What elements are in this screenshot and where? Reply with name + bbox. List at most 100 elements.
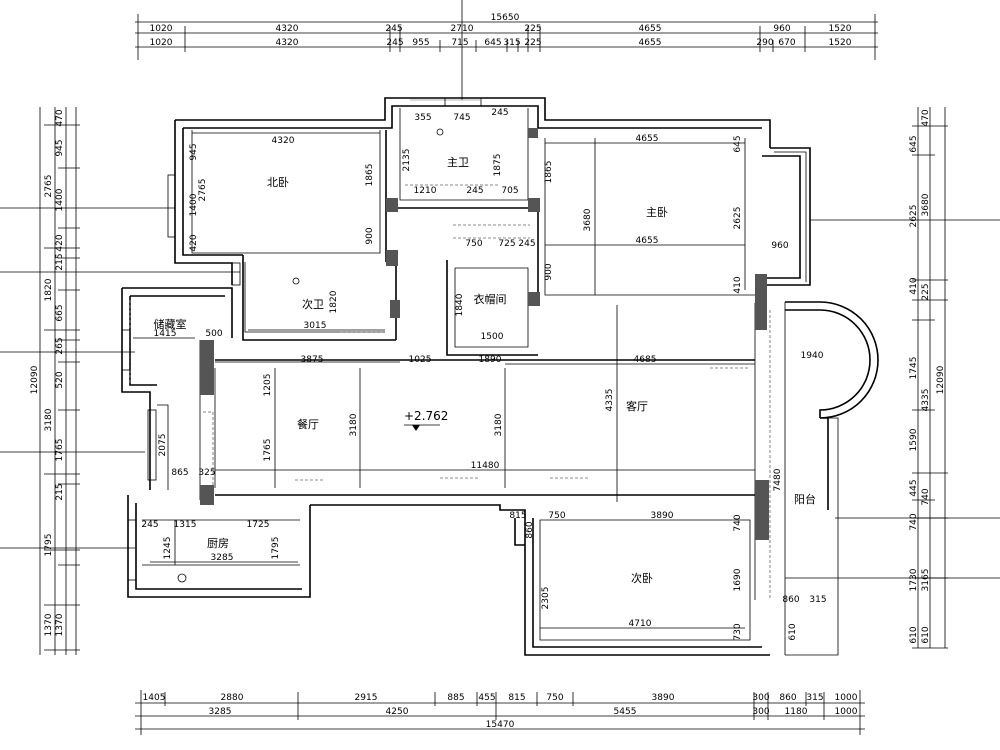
dim-bottom-2: 300 xyxy=(752,707,769,717)
dim-interior: 245 xyxy=(491,108,508,118)
dim-interior: 2765 xyxy=(198,179,208,202)
dim-interior: 1795 xyxy=(271,537,281,560)
dim-interior: 865 xyxy=(171,468,188,478)
dim-bottom-2: 5455 xyxy=(614,707,637,717)
dim-top-1: 4320 xyxy=(276,24,299,34)
dim-left-outer: 1820 xyxy=(44,278,54,301)
dim-bottom-1: 1405 xyxy=(143,693,166,703)
dim-top-1: 4655 xyxy=(639,24,662,34)
dim-interior: 610 xyxy=(788,623,798,640)
dim-interior: 745 xyxy=(453,113,470,123)
dim-interior: 1865 xyxy=(365,164,375,187)
dim-top-2: 290 xyxy=(756,38,773,48)
left-dimension-chain: 2765 1820 3180 1795 1370 470 945 1400 42… xyxy=(0,107,240,655)
dim-right-inner: 645 xyxy=(909,135,919,152)
dim-right-outer: 470 xyxy=(921,109,931,126)
dim-interior: 645 xyxy=(733,135,743,152)
dim-left-total: 12090 xyxy=(30,365,40,394)
windows xyxy=(121,97,482,581)
dim-interior: 4655 xyxy=(636,236,659,246)
dim-interior: 4335 xyxy=(605,389,615,412)
dim-top-1: 225 xyxy=(524,24,541,34)
dim-bottom-1: 2880 xyxy=(221,693,244,703)
dim-bottom-1: 315 xyxy=(806,693,823,703)
dim-interior: 1205 xyxy=(263,374,273,397)
room-master-bedroom: 主卧 xyxy=(646,206,668,219)
dim-top-2: 1520 xyxy=(829,38,852,48)
dim-interior: 3890 xyxy=(651,511,674,521)
dim-interior: 730 xyxy=(733,623,743,640)
dim-right-inner: 1745 xyxy=(909,357,919,380)
dim-right-inner: 740 xyxy=(909,513,919,530)
dim-right-total: 12090 xyxy=(936,365,946,394)
drain-symbols xyxy=(177,128,444,583)
dim-top-2: 245 xyxy=(386,38,403,48)
dim-interior: 1725 xyxy=(247,520,270,530)
dim-right-outer: 610 xyxy=(921,626,931,643)
room-labels: 北卧 主卫 主卧 次卫 衣帽间 储藏室 餐厅 客厅 阳台 厨房 次卧 xyxy=(154,156,817,585)
dim-bottom-2: 4250 xyxy=(386,707,409,717)
dim-interior: 1690 xyxy=(733,568,743,591)
dim-interior: 325 xyxy=(198,468,215,478)
dim-interior: 2625 xyxy=(733,207,743,230)
dim-interior: 3180 xyxy=(349,413,359,436)
dim-interior: 410 xyxy=(733,276,743,293)
dim-right-outer: 225 xyxy=(921,283,931,300)
dim-right-inner: 445 xyxy=(909,479,919,496)
dim-interior: 945 xyxy=(189,143,199,160)
dim-top-total: 15650 xyxy=(491,13,520,23)
dim-interior: 1025 xyxy=(409,355,432,365)
dim-interior: 960 xyxy=(771,241,788,251)
room-master-bath: 主卫 xyxy=(447,156,469,169)
dim-interior: 1210 xyxy=(414,186,437,196)
dim-interior: 725 xyxy=(498,239,515,249)
dim-bottom-1: 2915 xyxy=(355,693,378,703)
dim-left-inner: 420 xyxy=(55,234,65,251)
dim-interior: 1865 xyxy=(544,161,554,184)
dim-interior: 1940 xyxy=(801,351,824,361)
dim-bottom-1: 1000 xyxy=(835,693,858,703)
dim-left-inner: 470 xyxy=(55,109,65,126)
dim-interior: 3285 xyxy=(211,553,234,563)
dim-interior: 315 xyxy=(809,595,826,605)
dim-top-1: 960 xyxy=(773,24,790,34)
dim-top-2: 1020 xyxy=(150,38,173,48)
dim-right-outer: 740 xyxy=(921,488,931,505)
dim-bottom-1: 3890 xyxy=(652,693,675,703)
dim-bottom-2: 1000 xyxy=(835,707,858,717)
dim-interior: 1890 xyxy=(479,355,502,365)
dim-interior: 750 xyxy=(465,239,482,249)
dim-interior: 245 xyxy=(141,520,158,530)
dim-interior: 860 xyxy=(525,521,535,538)
dim-interior: 1415 xyxy=(154,329,177,339)
dim-interior: 740 xyxy=(733,514,743,531)
dim-interior: 4320 xyxy=(272,136,295,146)
structural-pillars xyxy=(200,128,769,540)
room-balcony: 阳台 xyxy=(794,492,816,506)
dim-top-2: 315 xyxy=(503,38,520,48)
dim-interior: 705 xyxy=(501,186,518,196)
room-second-bedroom: 次卧 xyxy=(631,571,653,585)
top-dimension-chain: 15650 1020 4320 245 2710 225 4655 960 15… xyxy=(135,0,878,100)
dim-top-2: 4320 xyxy=(276,38,299,48)
dim-right-outer: 3680 xyxy=(921,193,931,216)
dim-top-1: 1520 xyxy=(829,24,852,34)
room-kitchen: 厨房 xyxy=(207,537,229,550)
dim-interior: 860 xyxy=(782,595,799,605)
dim-interior: 4710 xyxy=(629,619,652,629)
dim-interior: 355 xyxy=(414,113,431,123)
dim-right-inner: 610 xyxy=(909,626,919,643)
room-second-bath: 次卫 xyxy=(302,297,324,311)
dim-interior: 7480 xyxy=(773,468,783,491)
dim-top-1: 2710 xyxy=(451,24,474,34)
dim-bottom-total: 15470 xyxy=(486,720,515,730)
dim-bottom-2: 3285 xyxy=(209,707,232,717)
dim-bottom-1: 300 xyxy=(752,693,769,703)
elevation-label: +2.762 xyxy=(404,409,448,423)
dim-left-inner: 665 xyxy=(55,304,65,321)
dim-right-inner: 2625 xyxy=(909,205,919,228)
dim-left-inner: 945 xyxy=(55,139,65,156)
dim-interior: 420 xyxy=(189,234,199,251)
exterior-walls xyxy=(121,97,879,656)
